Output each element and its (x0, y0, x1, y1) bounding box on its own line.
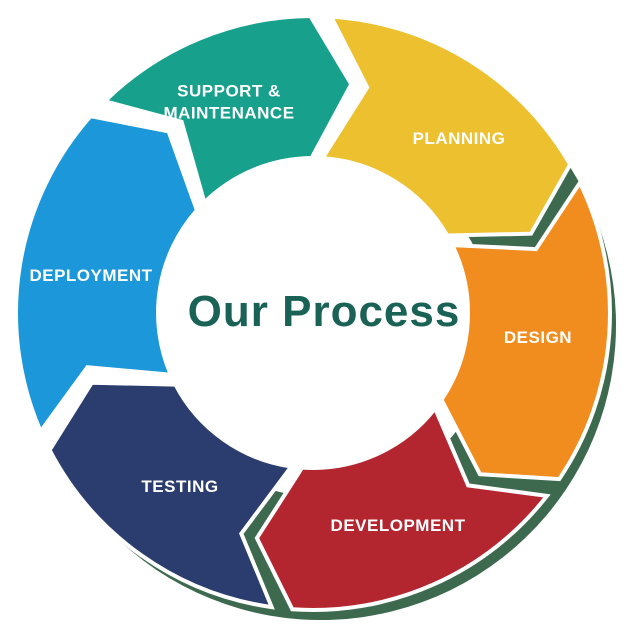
segment-label-support-maintenance-line-0: SUPPORT & (177, 81, 281, 101)
segment-label-planning: PLANNING (413, 128, 506, 150)
segment-label-support-maintenance: SUPPORT & MAINTENANCE (163, 81, 294, 126)
segment-label-testing-line-0: TESTING (141, 476, 219, 496)
segment-support-maintenance (100, 13, 354, 207)
segment-label-design: DESIGN (504, 327, 572, 349)
segment-label-planning-line-0: PLANNING (412, 128, 506, 148)
segment-label-development-line-0: DEVELOPMENT (330, 515, 466, 535)
center-title: Our Process (187, 287, 461, 336)
segment-label-support-maintenance-line-1: MAINTENANCE (163, 104, 295, 123)
segment-planning (319, 14, 573, 238)
segment-label-development: DEVELOPMENT (331, 515, 466, 537)
segment-development (254, 404, 551, 612)
segment-label-testing: TESTING (141, 476, 218, 498)
segment-deployment (14, 114, 200, 436)
segment-label-deployment: DEPLOYMENT (29, 265, 152, 287)
segment-testing (47, 380, 296, 610)
segment-label-deployment-line-0: DEPLOYMENT (29, 265, 153, 285)
segment-label-design-line-0: DESIGN (503, 327, 573, 347)
segment-design (439, 178, 612, 482)
